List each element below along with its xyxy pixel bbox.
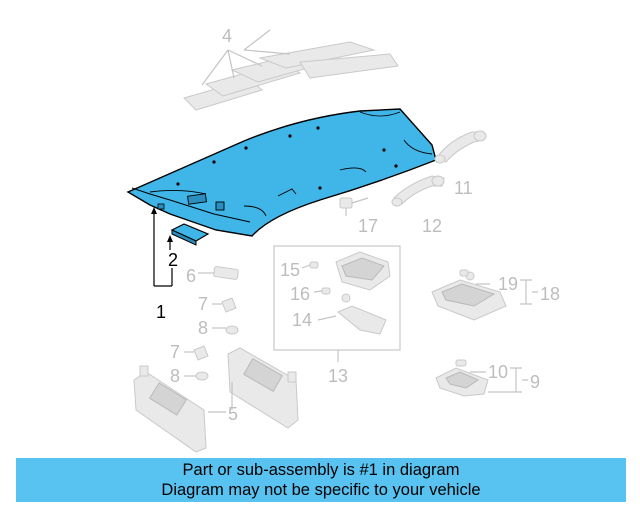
- banner-line-2: Diagram may not be specific to your vehi…: [161, 481, 481, 499]
- grab-handle-upper: [434, 130, 487, 164]
- callout-6: 6: [186, 266, 196, 286]
- callout-8-lower: 8: [170, 366, 180, 386]
- callout-5: 5: [228, 404, 238, 424]
- callout-13: 13: [328, 366, 348, 386]
- callout-1: 1: [156, 302, 166, 322]
- callout-7-lower: 7: [170, 342, 180, 362]
- callout-4: 4: [222, 26, 232, 46]
- callout-19: 19: [498, 274, 518, 294]
- dome-lamp-group: [273, 245, 401, 362]
- headliner-bracket[interactable]: [170, 223, 210, 246]
- callout-8-upper: 8: [198, 318, 208, 338]
- clip-17: [339, 197, 369, 216]
- sun-visor-left: [133, 365, 207, 453]
- callout-11: 11: [454, 178, 473, 198]
- console-lamp: [431, 269, 538, 321]
- grab-handle-lower: [391, 175, 445, 207]
- clip-6: [198, 266, 239, 280]
- callout-7-upper: 7: [198, 294, 208, 314]
- info-banner: Part or sub-assembly is #1 in diagram Di…: [16, 458, 626, 502]
- banner-line-1: Part or sub-assembly is #1 in diagram: [182, 461, 460, 479]
- callout-17: 17: [358, 216, 378, 236]
- roof-insulation-pads: [183, 29, 399, 111]
- clip-8-lower: [184, 371, 209, 381]
- clip-8-upper: [212, 325, 239, 335]
- callout-15: 15: [280, 260, 300, 280]
- sun-visor-right: [227, 347, 299, 429]
- callout-9: 9: [530, 372, 540, 392]
- callout-14: 14: [292, 310, 312, 330]
- clip-7-upper: [212, 297, 237, 313]
- clip-7-lower: [184, 345, 209, 361]
- callout-18: 18: [540, 284, 560, 304]
- callout-12: 12: [422, 216, 442, 236]
- leader-1: [153, 212, 173, 287]
- headliner-panel[interactable]: [126, 108, 437, 237]
- callout-10: 10: [488, 362, 508, 382]
- map-lamp: [435, 359, 528, 397]
- callout-2: 2: [168, 250, 178, 270]
- callout-16: 16: [290, 284, 310, 304]
- parts-diagram: 4 2 1 11: [126, 26, 560, 453]
